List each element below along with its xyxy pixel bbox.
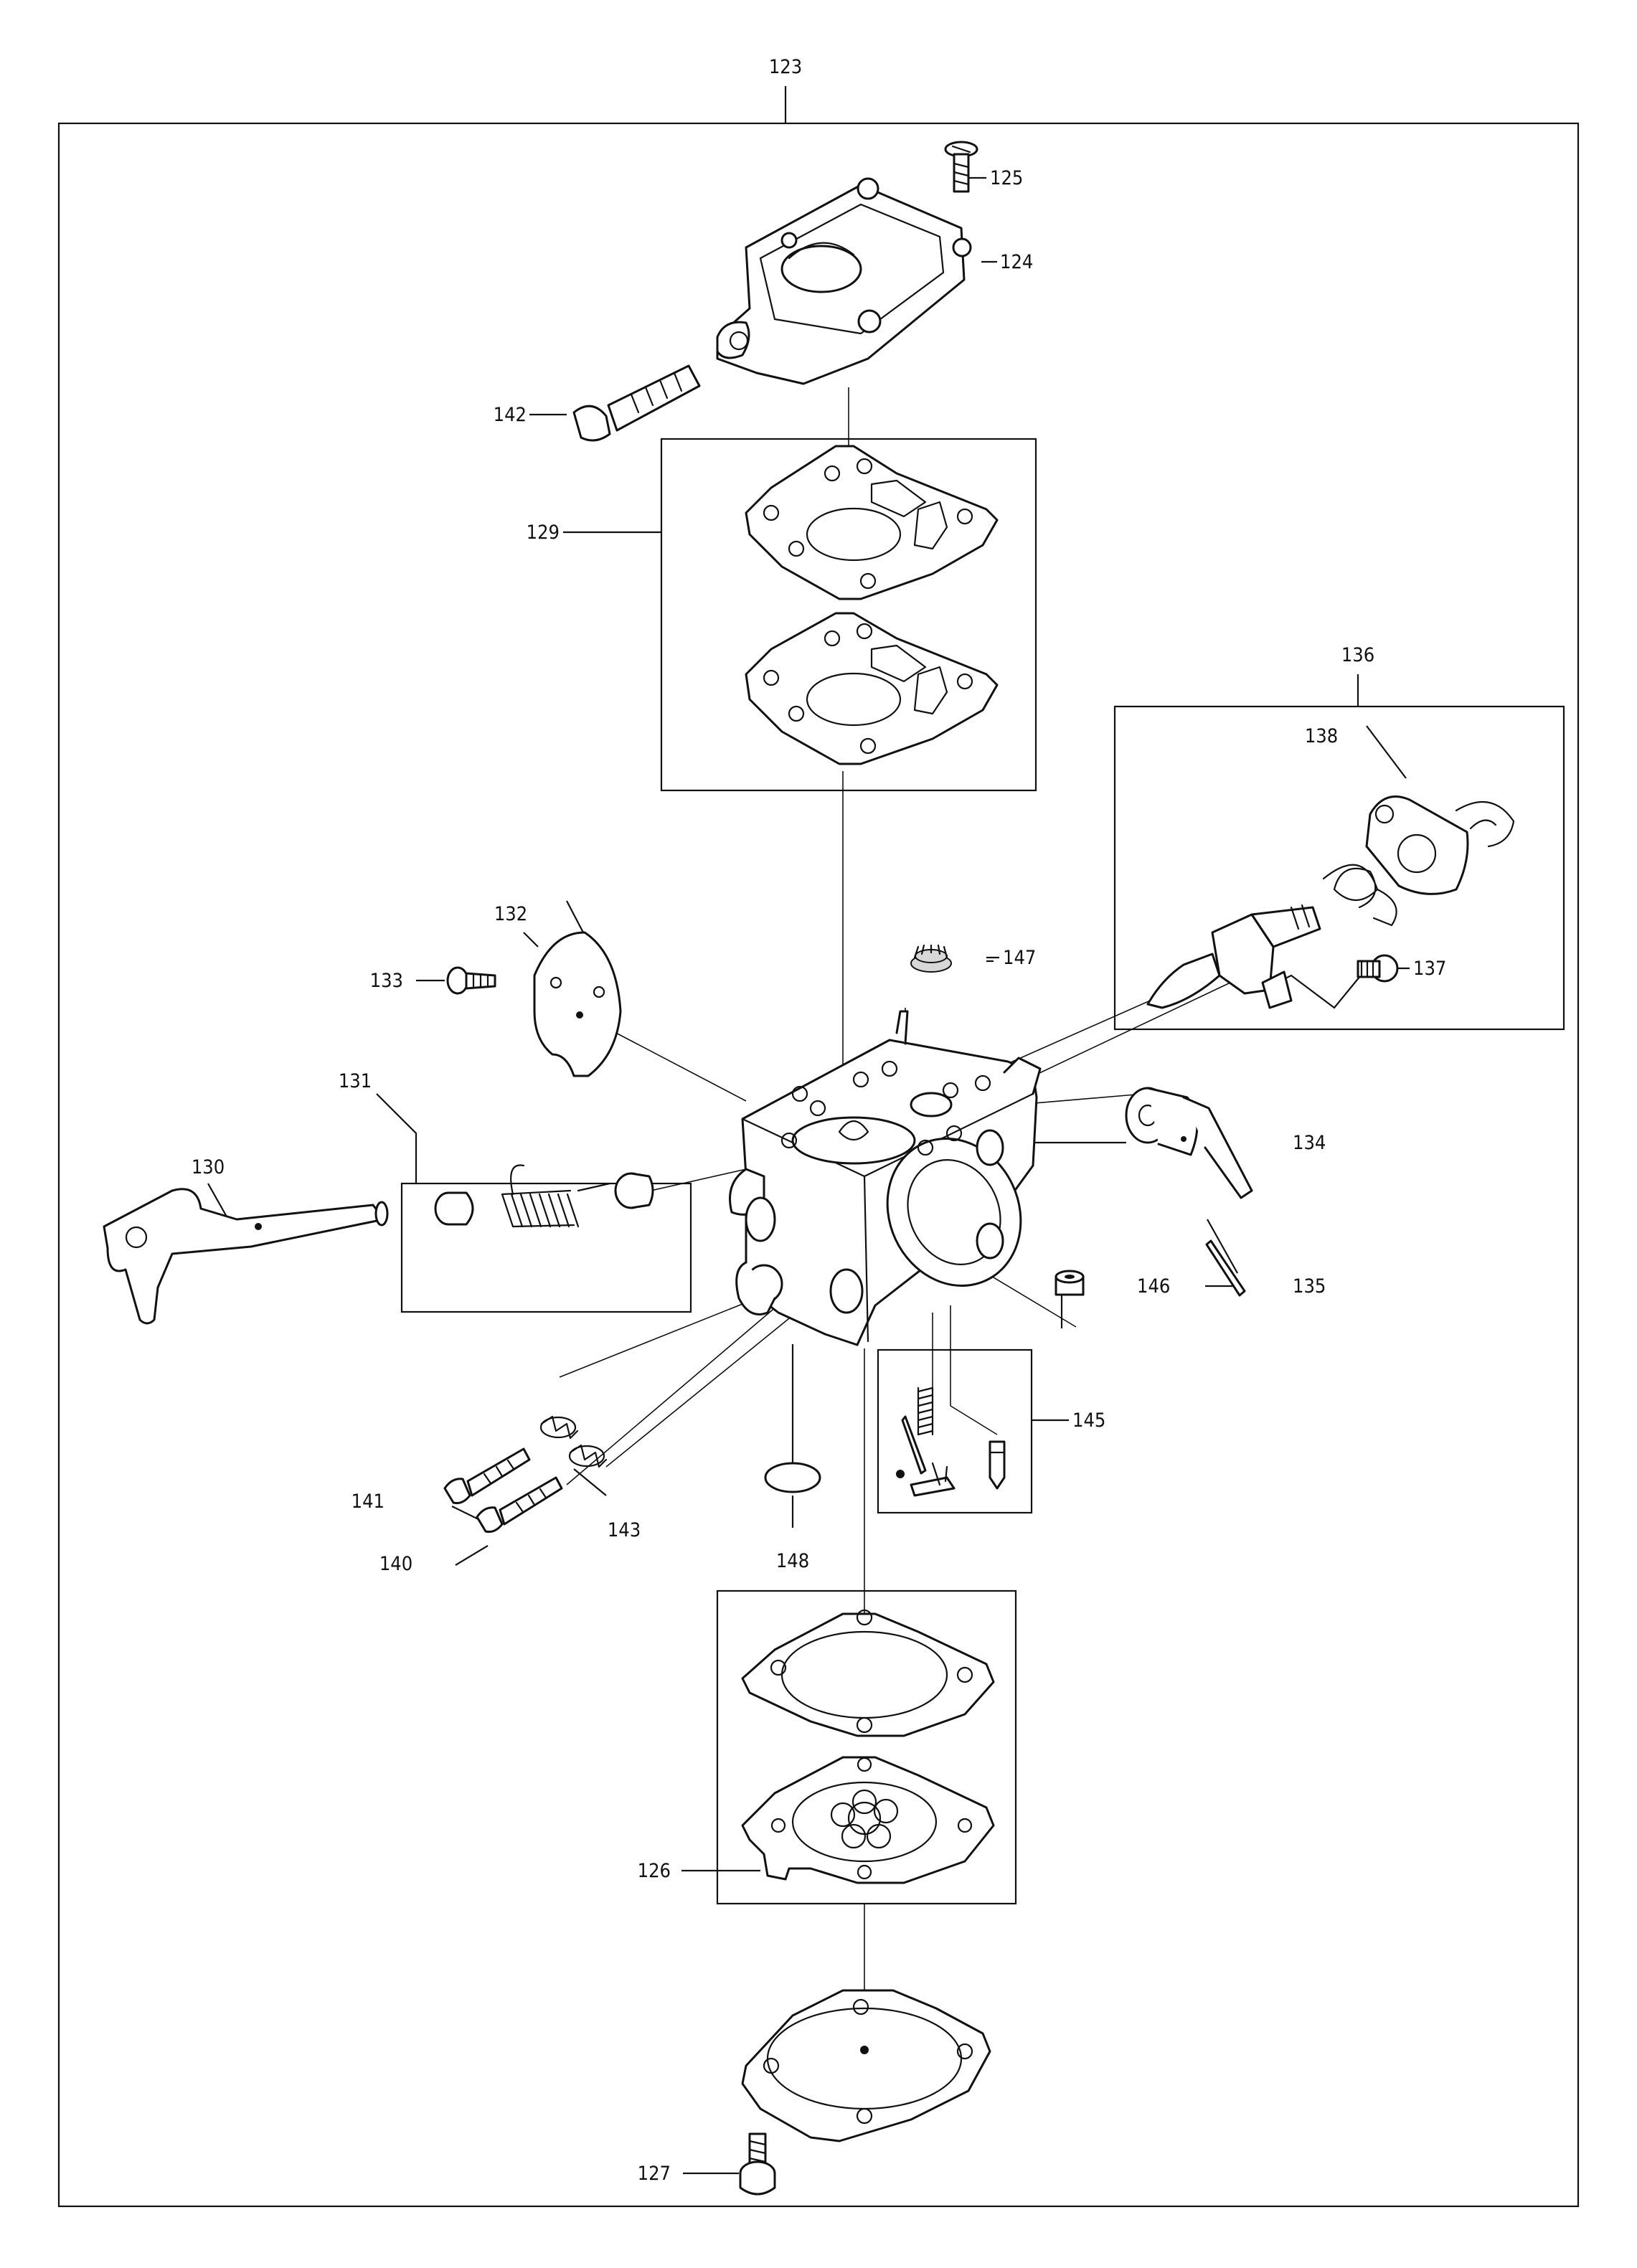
callout-140: 140 [379,1553,412,1575]
carburetor-cover-124 [716,177,972,385]
choke-spring [1322,864,1397,927]
throttle-shaft-130 [103,1188,389,1325]
needle-kit-frame-145 [877,1348,1033,1514]
callout-126: 126 [638,1860,671,1882]
screw-133 [446,966,496,995]
diaphragm-kit-frame [716,1589,1017,1905]
callout-134: 134 [1293,1132,1326,1154]
callout-124: 124 [1000,251,1033,273]
needle-141 [443,1447,531,1504]
callout-146: 146 [1137,1275,1170,1298]
outer-frame [57,122,1580,2208]
choke-lever-138 [1365,795,1469,895]
callout-142: 142 [494,404,527,426]
callout-133: 133 [370,970,403,992]
callout-131: 131 [339,1070,372,1092]
choke-knob-134 [1125,1087,1253,1199]
circlip [1455,800,1515,848]
callout-125: 125 [990,167,1023,189]
spring-141 [539,1415,579,1440]
callout-137: 137 [1413,958,1446,980]
pin-135 [1205,1239,1246,1297]
callout-130: 130 [192,1156,225,1178]
needle-140 [476,1476,563,1533]
callout-138: 138 [1305,725,1338,747]
needle-kit-145-parts [896,1386,1006,1497]
carburetor-body [729,1010,1042,1346]
callout-145: 145 [1072,1409,1105,1432]
bushing-146 [1055,1270,1085,1296]
choke-shaft-assembly [1146,904,1321,1009]
callout-141: 141 [352,1490,385,1513]
gasket-upper [745,445,999,600]
callout-129: 129 [527,521,560,544]
callout-148: 148 [776,1550,809,1572]
lever-kit-131-parts [434,1164,654,1228]
spring-143 [568,1444,608,1468]
callout-labels: 123 125 124 142 129 136 138 137 132 147 … [192,56,1447,2185]
callout-136: 136 [1341,644,1374,666]
o-ring-148 [764,1462,821,1493]
adjusting-screw-142 [572,364,701,442]
callout-147: 147 [1003,947,1036,969]
screw-125 [944,141,978,193]
callout-143: 143 [608,1519,641,1541]
lever-kit-frame-131 [400,1182,692,1313]
throttle-plate-132 [533,931,622,1077]
callout-127: 127 [638,2163,671,2185]
metering-diaphragm [741,1756,995,1884]
pump-cover-126 [741,1989,991,2142]
callout-132: 132 [494,903,527,925]
callout-135: 135 [1293,1275,1326,1298]
screw-137 [1357,954,1399,983]
gasket-lower [745,612,999,765]
diaphragm-gasket [741,1609,995,1737]
callout-123: 123 [769,56,802,78]
choke-kit-frame-136 [1113,705,1565,1031]
screw-127 [739,2132,776,2196]
strainer-147 [910,944,952,973]
